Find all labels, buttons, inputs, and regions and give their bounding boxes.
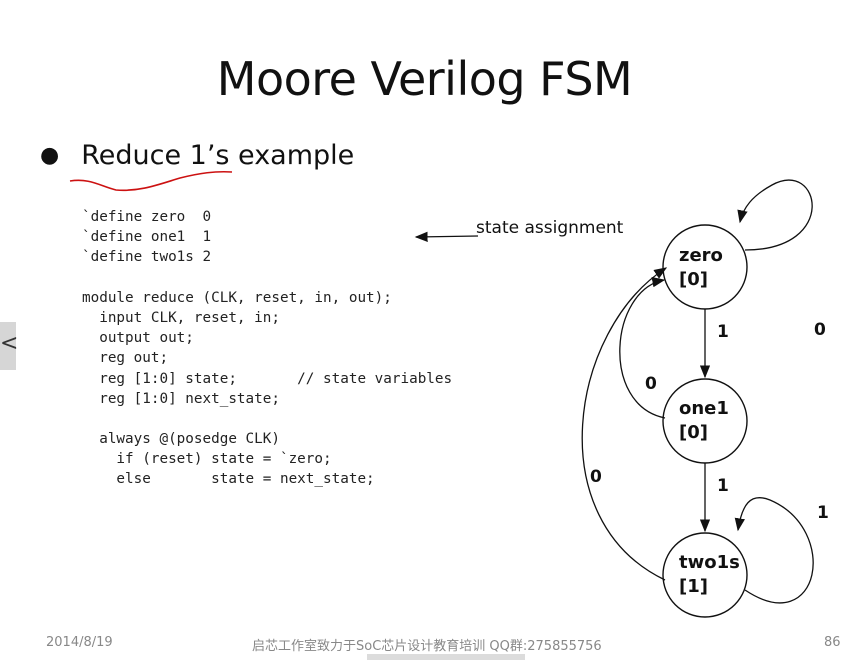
- two1s-to-zero-arrow: [581, 267, 668, 581]
- slide-scrollbar[interactable]: [367, 654, 525, 660]
- one1-to-zero-arrow: [619, 277, 666, 419]
- bullet-dot-icon: ●: [40, 143, 60, 168]
- zero-self-label: 0: [814, 320, 826, 340]
- underline-annotation: [70, 174, 230, 181]
- state-name: two1s: [679, 552, 740, 573]
- state-output: [1]: [679, 576, 708, 597]
- state-two1s-label: two1s [1]: [679, 551, 740, 599]
- page-number: 86: [824, 635, 841, 650]
- zero-self-loop: [737, 179, 813, 251]
- code-line: else state = next_state;: [82, 471, 375, 488]
- state-name: one1: [679, 398, 729, 419]
- code-block: `define zero 0 `define one1 1 `define two1…: [82, 207, 452, 490]
- code-line: output out;: [82, 330, 194, 347]
- state-output: [0]: [679, 422, 708, 443]
- footer-date: 2014/8/19: [46, 635, 113, 650]
- red-underline-annotation: [69, 170, 233, 192]
- zero-to-one1-label: 1: [717, 322, 729, 342]
- previous-slide-button[interactable]: <: [0, 322, 18, 370]
- slide-title: Moore Verilog FSM: [216, 52, 633, 106]
- state-two1s-circle: [662, 532, 748, 618]
- code-line: reg [1:0] state; // state variables: [82, 370, 453, 387]
- bullet-text: Reduce 1’s example: [81, 140, 355, 171]
- code-line: `define zero 0: [82, 209, 212, 225]
- one1-to-zero-label: 0: [645, 374, 657, 394]
- two1s-self-label: 1: [817, 503, 829, 523]
- code-line: if (reset) state = `zero;: [82, 451, 332, 468]
- two1s-self-loop: [734, 497, 814, 604]
- two1s-to-zero-label: 0: [590, 467, 602, 487]
- state-one1-label: one1 [0]: [679, 397, 729, 445]
- one1-to-two1s-label: 1: [717, 476, 729, 496]
- bullet-item: ● Reduce 1’s example: [40, 140, 354, 171]
- code-line: `define one1 1: [82, 229, 212, 246]
- code-line: `define two1s 2: [82, 249, 212, 266]
- code-line: reg out;: [82, 350, 169, 367]
- code-line: module reduce (CLK, reset, in, out);: [82, 289, 392, 306]
- code-line: always @(posedge CLK): [82, 431, 280, 448]
- footer-text: 启芯工作室致力于SoC芯片设计教育培训 QQ群:275855756: [252, 639, 602, 654]
- code-line: reg [1:0] next_state;: [82, 390, 280, 407]
- state-assignment-label: state assignment: [476, 218, 624, 238]
- state-zero-label: zero [0]: [679, 244, 723, 292]
- state-name: zero: [679, 245, 723, 266]
- code-line: input CLK, reset, in;: [82, 309, 280, 326]
- state-assignment-arrow: [414, 231, 479, 243]
- state-output: [0]: [679, 269, 708, 290]
